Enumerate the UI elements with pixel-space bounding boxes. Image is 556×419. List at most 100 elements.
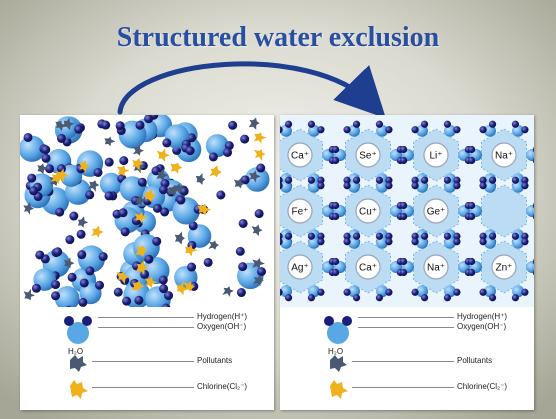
chlorine-icon bbox=[70, 380, 88, 399]
hydrogen-atom bbox=[223, 147, 233, 157]
water-molecule bbox=[31, 268, 61, 293]
chlorine-particle bbox=[91, 225, 104, 238]
chlorine-particle bbox=[132, 157, 143, 171]
hydrogen-label: Hydrogen(H⁺) bbox=[457, 312, 508, 321]
ion-label: Na⁺ bbox=[427, 263, 445, 274]
water-molecule bbox=[237, 262, 267, 290]
water-molecule bbox=[443, 176, 461, 193]
water-molecule bbox=[174, 262, 199, 291]
water-label: H₂O bbox=[68, 347, 84, 356]
water-molecule bbox=[375, 120, 393, 137]
pollutant-particle bbox=[133, 144, 145, 156]
ion-6: Ge⁺ bbox=[423, 198, 449, 224]
hydrogen-label: Hydrogen(H⁺) bbox=[197, 312, 248, 321]
ion-3: Na⁺ bbox=[491, 142, 517, 168]
ion-10: Zn⁺ bbox=[491, 254, 517, 280]
oxygen-leader-line bbox=[358, 327, 454, 328]
pollutant-particle bbox=[222, 286, 234, 297]
water-molecule bbox=[468, 201, 482, 221]
water-molecule bbox=[343, 120, 361, 137]
slide-title: Structured water exclusion bbox=[116, 22, 440, 53]
hydrogen-atom bbox=[164, 291, 174, 301]
water-molecule bbox=[511, 176, 529, 193]
water-molecule bbox=[307, 176, 325, 193]
pollutants-leader-line bbox=[352, 361, 454, 362]
pollutant-particle bbox=[104, 136, 116, 147]
chlorine-particle bbox=[131, 280, 145, 292]
ion-1: Se⁺ bbox=[355, 142, 381, 168]
pollutants-leader-line bbox=[92, 361, 194, 362]
water-molecule bbox=[280, 285, 293, 302]
pollutant-particle bbox=[88, 180, 100, 192]
water-molecule bbox=[411, 120, 429, 137]
chlorine-label: Chlorine(Cl₂⁻) bbox=[197, 382, 248, 391]
ion-label: Ag⁺ bbox=[291, 263, 309, 274]
water-molecule-icon bbox=[64, 316, 92, 344]
legend-icons bbox=[324, 316, 352, 399]
ion-label: Ge⁺ bbox=[427, 207, 446, 218]
chlorine-particle bbox=[145, 276, 158, 289]
hydrogen-atom bbox=[115, 121, 125, 131]
structured-water-diagram: Ca⁺Se⁺Li⁺Na⁺Fe⁺Cu⁺Ge⁺Ag⁺Ca⁺Na⁺Zn⁺ bbox=[280, 115, 534, 307]
water-molecule bbox=[511, 232, 529, 249]
water-molecule bbox=[479, 120, 497, 137]
chlorine-particle bbox=[116, 271, 130, 285]
water-molecule bbox=[411, 285, 429, 302]
hydrogen-atom bbox=[235, 246, 245, 256]
water-molecule bbox=[280, 232, 293, 249]
hexagon-cell bbox=[481, 184, 527, 238]
chlorine-particle bbox=[176, 281, 187, 296]
hydrogen-atom bbox=[77, 250, 87, 260]
water-molecule bbox=[343, 285, 361, 302]
ion-label: Ca⁺ bbox=[359, 263, 377, 274]
pollutant-particle bbox=[63, 257, 75, 269]
water-label: H₂O bbox=[328, 347, 344, 356]
pollutant-particle bbox=[23, 202, 34, 215]
hydrogen-atom bbox=[113, 287, 123, 297]
hydrogen-atom bbox=[216, 190, 226, 200]
hydrogen-atom bbox=[76, 229, 86, 239]
ion-label: Se⁺ bbox=[359, 151, 377, 162]
hydrogen-atom bbox=[104, 191, 114, 201]
water-molecule bbox=[400, 257, 414, 277]
water-molecule bbox=[511, 120, 529, 137]
water-molecule bbox=[411, 176, 429, 193]
hydrogen-leader-line bbox=[358, 317, 454, 318]
hydrogen-leader-line bbox=[98, 317, 194, 318]
ion-label: Li⁺ bbox=[429, 151, 442, 162]
hydrogen-atom bbox=[104, 157, 114, 167]
pollutant-particle bbox=[167, 185, 179, 197]
chlorine-leader-line bbox=[92, 387, 194, 388]
water-molecule bbox=[343, 176, 361, 193]
water-molecule-icon bbox=[324, 316, 352, 344]
chlorine-particle bbox=[135, 245, 148, 257]
ion-label: Fe⁺ bbox=[292, 207, 309, 218]
water-molecule bbox=[375, 285, 393, 302]
legend: Hydrogen(H⁺) Oxygen(OH⁻) H₂O Pollutants … bbox=[20, 307, 274, 410]
legend: Hydrogen(H⁺) Oxygen(OH⁻) H₂O Pollutants … bbox=[280, 307, 534, 410]
water-molecule bbox=[443, 232, 461, 249]
water-molecule bbox=[307, 285, 325, 302]
pollutant-particle bbox=[248, 117, 260, 130]
water-molecule bbox=[443, 120, 461, 137]
chlorine-particle bbox=[55, 168, 69, 183]
water-molecule bbox=[332, 257, 346, 277]
chlorine-particle bbox=[134, 211, 148, 224]
water-molecule bbox=[20, 132, 49, 162]
water-molecule bbox=[526, 202, 534, 220]
water-molecule bbox=[172, 195, 203, 225]
hydrogen-atom bbox=[119, 156, 129, 166]
ion-4: Fe⁺ bbox=[287, 198, 313, 224]
pollutant-particle bbox=[252, 258, 265, 269]
water-molecule bbox=[375, 176, 393, 193]
pollutant-particle bbox=[234, 177, 245, 189]
water-molecule bbox=[400, 201, 414, 221]
hydrogen-atom bbox=[134, 295, 144, 305]
ion-8: Ca⁺ bbox=[355, 254, 381, 280]
water-molecule bbox=[280, 120, 293, 137]
hydrogen-atom bbox=[41, 153, 51, 163]
water-molecule bbox=[332, 201, 346, 221]
chlorine-particle bbox=[170, 162, 183, 174]
ion-label: Zn⁺ bbox=[496, 263, 513, 274]
pollutant-particle bbox=[251, 224, 263, 237]
